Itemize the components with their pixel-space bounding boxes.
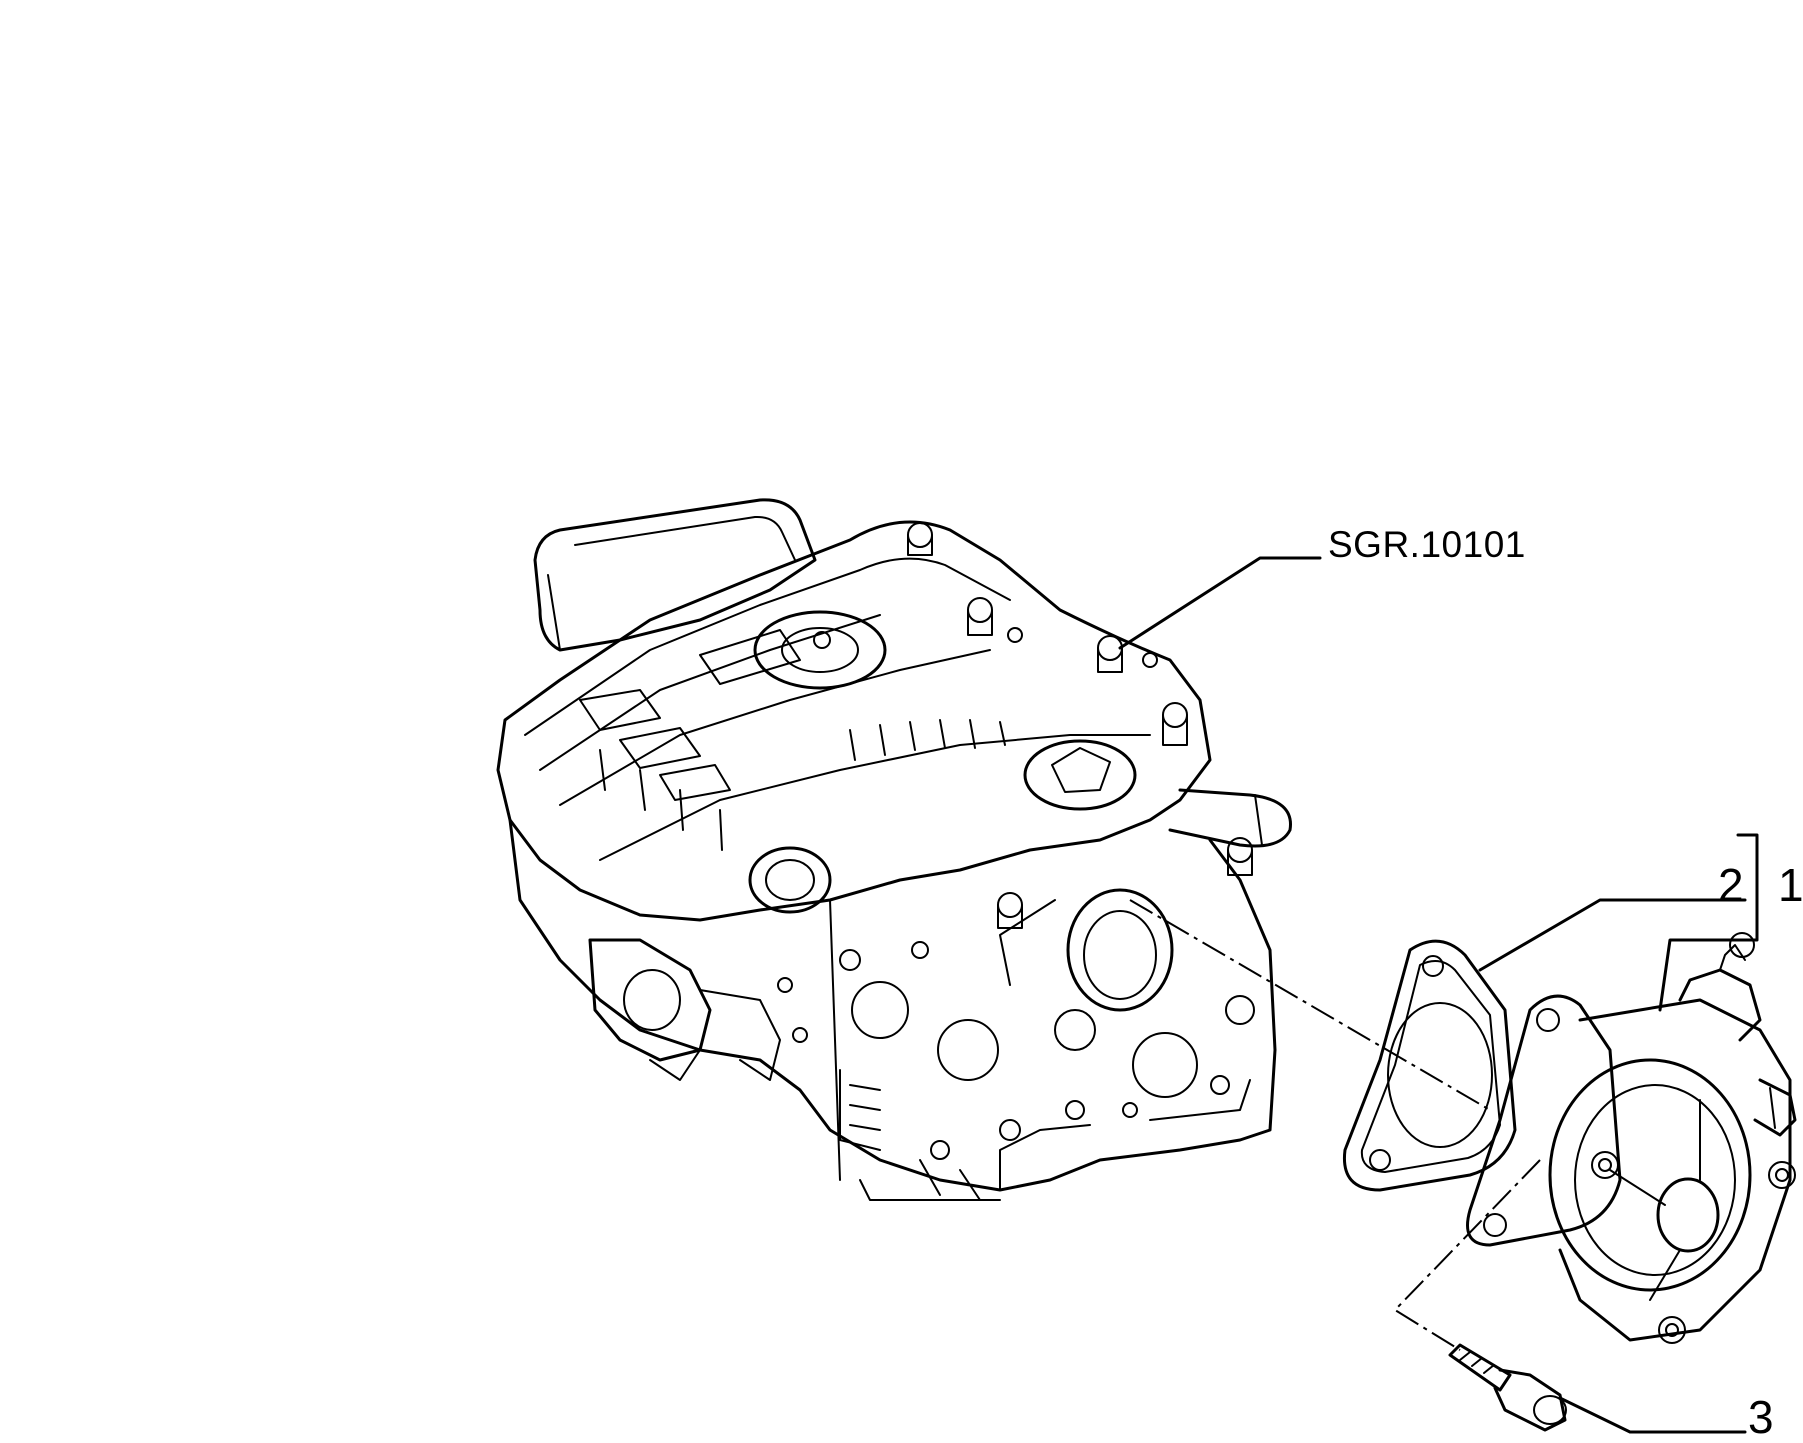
bolt-part-3: [1448, 1343, 1567, 1432]
engine-cylinder-head: [496, 498, 1292, 1201]
reference-label[interactable]: SGR.10101: [1328, 524, 1526, 565]
callout-1[interactable]: 1: [1778, 859, 1803, 911]
callout-3[interactable]: 3: [1748, 1391, 1774, 1443]
callout-2[interactable]: 2: [1718, 859, 1744, 911]
gasket-part-2: [1342, 939, 1517, 1192]
vacuum-pump-part-1: [1466, 932, 1797, 1344]
leader-lines: [1118, 556, 1759, 1434]
